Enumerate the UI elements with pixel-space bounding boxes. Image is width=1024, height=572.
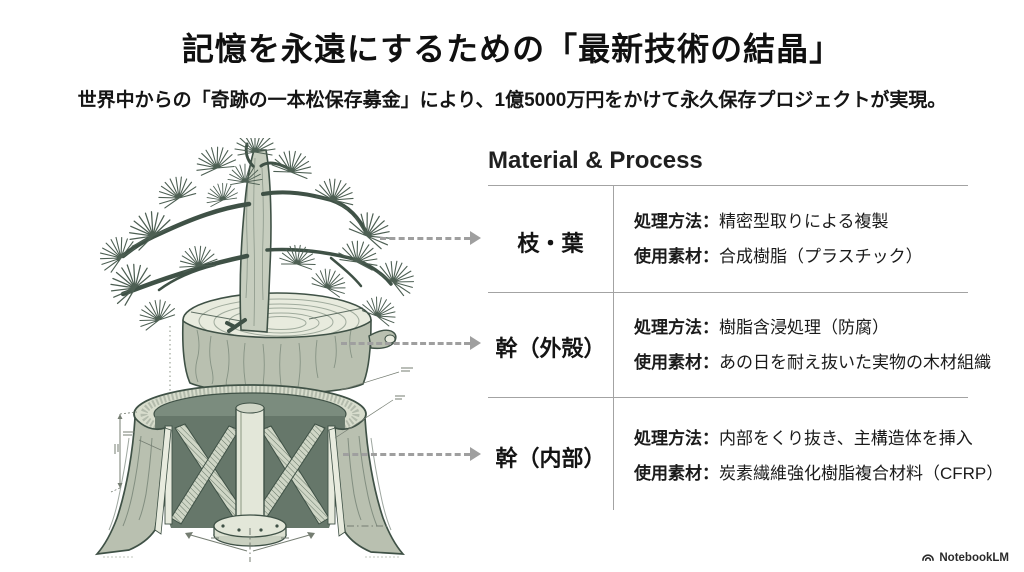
material-line: 使用素材：炭素繊維強化樹脂複合材料（CFRP） [634, 461, 1003, 487]
method-value: 精密型取りによる複製 [719, 212, 889, 231]
trunk-slice [181, 292, 397, 395]
row-label-outer-shell: 幹（外殻） [495, 336, 606, 361]
material-value: 炭素繊維強化樹脂複合材料（CFRP） [719, 464, 1004, 483]
header-divider [488, 185, 968, 186]
arrow-right-icon [470, 447, 481, 461]
row-content-outer-shell: 処理方法：樹脂含浸処理（防腐） 使用素材：あの日を耐え抜いた実物の木材組織 [634, 315, 991, 385]
arrow-right-icon [470, 336, 481, 350]
stump-cutaway [95, 384, 405, 558]
dashed-arrow-inner-trunk [343, 447, 481, 461]
method-label: 処理方法： [634, 212, 719, 231]
row-label-branches: 枝・葉 [517, 231, 584, 256]
pine-tree [95, 138, 423, 333]
material-value: あの日を耐え抜いた実物の木材組織 [719, 353, 991, 372]
row-content-inner-trunk: 処理方法：内部をくり抜き、主構造体を挿入 使用素材：炭素繊維強化樹脂複合材料（C… [634, 426, 1003, 496]
material-value: 合成樹脂（プラスチック） [719, 247, 923, 266]
miracle-pine-illustration [95, 138, 423, 562]
arrow-shaft [380, 236, 470, 240]
row-divider [488, 397, 968, 398]
dashed-arrow-outer-shell [341, 336, 481, 350]
method-value: 内部をくり抜き、主構造体を挿入 [719, 429, 973, 448]
method-label: 処理方法： [634, 429, 719, 448]
material-line: 使用素材：合成樹脂（プラスチック） [634, 244, 970, 270]
dashed-arrow-branches [380, 231, 481, 245]
internal-truss [170, 423, 330, 527]
table-header: Material & Process [488, 147, 703, 174]
notebooklm-icon [922, 554, 935, 561]
method-line: 処理方法：精密型取りによる複製 [634, 209, 970, 235]
watermark-label: NotebookLM [939, 552, 1009, 564]
notebooklm-watermark: NotebookLM [921, 551, 1009, 565]
method-value: 樹脂含浸処理（防腐） [719, 318, 889, 337]
guide-lines [169, 326, 316, 406]
arrow-shaft [341, 341, 470, 345]
dimension-lines [110, 367, 413, 562]
arrow-shaft [343, 452, 470, 456]
material-line: 使用素材：あの日を耐え抜いた実物の木材組織 [634, 350, 991, 376]
material-label: 使用素材： [634, 247, 719, 266]
method-line: 処理方法：樹脂含浸処理（防腐） [634, 315, 970, 341]
row-content-branches: 処理方法：精密型取りによる複製 使用素材：合成樹脂（プラスチック） [634, 209, 970, 279]
page-title: 記憶を永遠にするための「最新技術の結晶」 [181, 31, 843, 67]
arrow-right-icon [470, 231, 481, 245]
material-label: 使用素材： [634, 353, 719, 372]
method-label: 処理方法： [634, 318, 719, 337]
row-label-inner-trunk: 幹（内部） [495, 446, 606, 471]
method-line: 処理方法：内部をくり抜き、主構造体を挿入 [634, 426, 973, 452]
row-divider [488, 292, 968, 293]
column-divider [613, 185, 614, 510]
material-label: 使用素材： [634, 464, 719, 483]
page-subtitle: 世界中からの「奇跡の一本松保存募金」により、1億5000万円をかけて永久保存プロ… [77, 90, 947, 111]
